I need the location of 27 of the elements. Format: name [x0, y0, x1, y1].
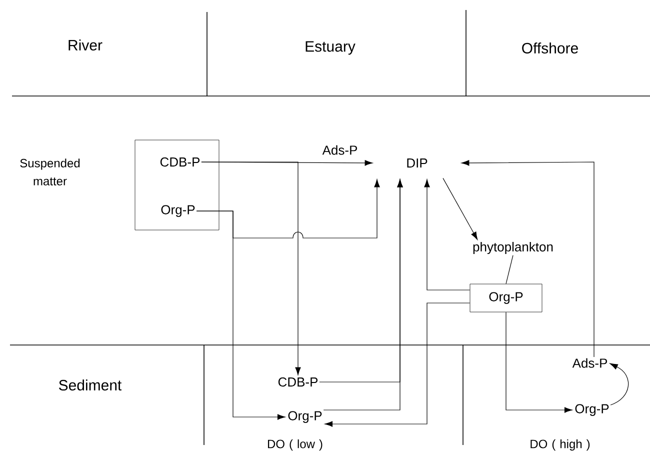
- condition-label: DO ( high ): [530, 439, 590, 451]
- arrow: [442, 178, 478, 240]
- pool-label: Org-P: [288, 411, 322, 423]
- pool-box: Org-P: [470, 284, 542, 312]
- arrow: [324, 302, 470, 427]
- pool-label: DIP: [407, 158, 428, 168]
- suspended-matter-box: [134, 140, 220, 230]
- condition-label: DO ( low ): [268, 439, 322, 451]
- pool-label: Ads-P: [572, 358, 608, 368]
- pool-label: CDB-P: [278, 377, 318, 387]
- arrow: [201, 162, 301, 376]
- pool-label: phytoplankton: [473, 242, 553, 254]
- edge-label: Ads-P: [321, 144, 359, 156]
- box-heading: Suspended matter: [20, 158, 80, 186]
- arrow: [323, 179, 403, 410]
- pool-label: CDB-P: [160, 157, 200, 167]
- arrow: [610, 363, 629, 406]
- region-label: Sediment: [59, 380, 122, 390]
- pool-label: Org-P: [161, 205, 195, 217]
- arrow: [196, 210, 286, 420]
- arrow: [461, 160, 594, 358]
- arrow: [506, 312, 572, 413]
- region-label: Estuary: [306, 41, 356, 55]
- arrow: [424, 179, 470, 290]
- region-label: Offshore: [522, 42, 578, 54]
- region-label: River: [68, 40, 102, 50]
- pool-label: Org-P: [575, 404, 609, 416]
